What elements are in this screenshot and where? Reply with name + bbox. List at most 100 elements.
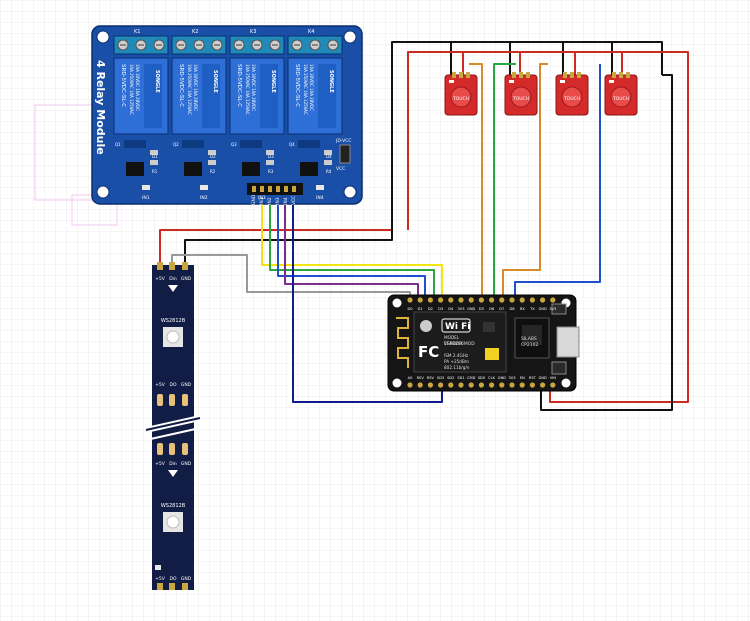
- mcu-pin[interactable]: [407, 382, 413, 388]
- mcu-pin[interactable]: [478, 382, 484, 388]
- strip-chip-label: WS2812B: [161, 503, 186, 509]
- mcu-pin[interactable]: [489, 297, 495, 303]
- strip-pin-label: GND: [181, 461, 192, 467]
- mcu-pin[interactable]: [540, 297, 546, 303]
- strip-pin-label: DO: [169, 576, 176, 582]
- mcu-pin[interactable]: [468, 382, 474, 388]
- mcu-pin-label: SD2: [447, 376, 454, 380]
- flash-button[interactable]: [551, 303, 567, 315]
- touch-sensor[interactable]: TOUCH: [604, 72, 638, 116]
- direction-arrow-icon: [168, 285, 178, 292]
- wire-blue-sensor4: [514, 64, 601, 300]
- wifi-logo: [441, 318, 471, 333]
- mcu-pin[interactable]: [550, 297, 556, 303]
- mcu-pin[interactable]: [417, 382, 423, 388]
- mcu-pin[interactable]: [438, 382, 444, 388]
- mcu-pin[interactable]: [499, 297, 505, 303]
- relay-brand: SONGLE: [212, 70, 218, 93]
- mcu-pin[interactable]: [448, 382, 454, 388]
- strip-pin[interactable]: [169, 262, 175, 270]
- mcu-pin-label: SD1: [457, 376, 464, 380]
- touch-sensor[interactable]: TOUCH: [444, 72, 478, 116]
- strip-pin-label: Din: [169, 276, 177, 282]
- relay-rating: 10A 250VAC 10A 125VAC: [245, 64, 250, 115]
- relay-terminal-block[interactable]: [229, 35, 285, 55]
- relay-rating: 10A 250VAC 10A 125VAC: [303, 64, 308, 115]
- jd-vcc-label: JD-VCC: [335, 138, 352, 144]
- part-label: D2: [210, 154, 216, 159]
- fc-mark: FC: [418, 343, 439, 361]
- mcu-pin[interactable]: [427, 382, 433, 388]
- indicator-led: [142, 185, 150, 190]
- mcu-pin[interactable]: [529, 297, 536, 303]
- strip-pin[interactable]: [182, 583, 188, 590]
- part-label: R1: [152, 169, 158, 174]
- mcu-pin[interactable]: [407, 297, 413, 303]
- terminal-label: K2: [192, 29, 198, 35]
- relay-terminal-block[interactable]: [113, 35, 169, 55]
- mcu-pin[interactable]: [478, 297, 484, 303]
- relay-pin[interactable]: [276, 186, 280, 192]
- micro-usb-port[interactable]: [556, 326, 580, 358]
- part-label: D4: [326, 154, 332, 159]
- relay-pin[interactable]: [284, 186, 288, 192]
- mcu-pin[interactable]: [417, 297, 423, 303]
- mount-hole: [343, 185, 357, 199]
- strip-pin[interactable]: [157, 262, 163, 270]
- mcu-pin[interactable]: [448, 297, 454, 303]
- vcc-label: VCC: [336, 166, 345, 172]
- mcu-pin-label: D8: [509, 307, 515, 311]
- mcu-pin[interactable]: [529, 382, 536, 388]
- mcu-pin[interactable]: [499, 382, 505, 388]
- mcu-pin[interactable]: [468, 297, 474, 303]
- relay-model-label: SRD-5VDC-SL-C: [236, 64, 242, 107]
- model-line: 802.11b/g/n: [444, 365, 470, 370]
- relay-pin[interactable]: [252, 186, 256, 192]
- mcu-pin[interactable]: [540, 382, 546, 388]
- mcu-pin[interactable]: [519, 382, 525, 388]
- vcc-jumper[interactable]: [339, 144, 351, 164]
- strip-pin[interactable]: [182, 262, 188, 270]
- mcu-pin-label: CLK: [488, 376, 496, 380]
- touch-sensor[interactable]: TOUCH: [555, 72, 589, 116]
- relay-pin[interactable]: [268, 186, 272, 192]
- mcu-pin[interactable]: [427, 297, 433, 303]
- relay-terminal-block[interactable]: [287, 35, 343, 55]
- mcu-pin[interactable]: [458, 297, 464, 303]
- mcu-pin[interactable]: [509, 382, 515, 388]
- relay-pin[interactable]: [292, 186, 296, 192]
- part-label: Q3: [231, 142, 237, 147]
- mcu-pin-label: GND: [538, 376, 546, 380]
- mcu-pin-label: D5: [479, 307, 484, 311]
- relay-rating: 10A 30VDC 10A 28VDC: [251, 64, 256, 111]
- reset-button[interactable]: [551, 361, 567, 375]
- touch-sensor[interactable]: TOUCH: [504, 72, 538, 116]
- mcu-pin[interactable]: [438, 297, 444, 303]
- mount-hole: [96, 185, 110, 199]
- strip-pin[interactable]: [157, 583, 163, 590]
- mcu-pin[interactable]: [509, 297, 515, 303]
- wire-orange-sensor1: [469, 63, 483, 300]
- wire-red-sensor-bus: [407, 51, 689, 403]
- mcu-pin[interactable]: [489, 382, 495, 388]
- relay-rating: 10A 30VDC 10A 28VDC: [193, 64, 198, 111]
- wire-red-strip-power: [159, 229, 392, 265]
- mcu-pin[interactable]: [550, 382, 556, 388]
- part-label: R4: [326, 169, 332, 174]
- mcu-pin-label: D1: [418, 307, 423, 311]
- indicator-label: IN3: [258, 195, 266, 201]
- strip-pin[interactable]: [169, 583, 175, 590]
- mcu-pin-label: 3V3: [457, 307, 464, 311]
- relay-pin[interactable]: [260, 186, 264, 192]
- mcu-pin-label: D0: [407, 307, 413, 311]
- part-label: Q1: [115, 142, 121, 147]
- mcu-pin[interactable]: [458, 382, 464, 388]
- strip-pad: [157, 443, 163, 455]
- relay-model-label: SRD-5VDC-SL-C: [294, 64, 300, 107]
- part-label: D3: [268, 154, 274, 159]
- relay-terminal-block[interactable]: [171, 35, 227, 55]
- mcu-pin[interactable]: [519, 297, 525, 303]
